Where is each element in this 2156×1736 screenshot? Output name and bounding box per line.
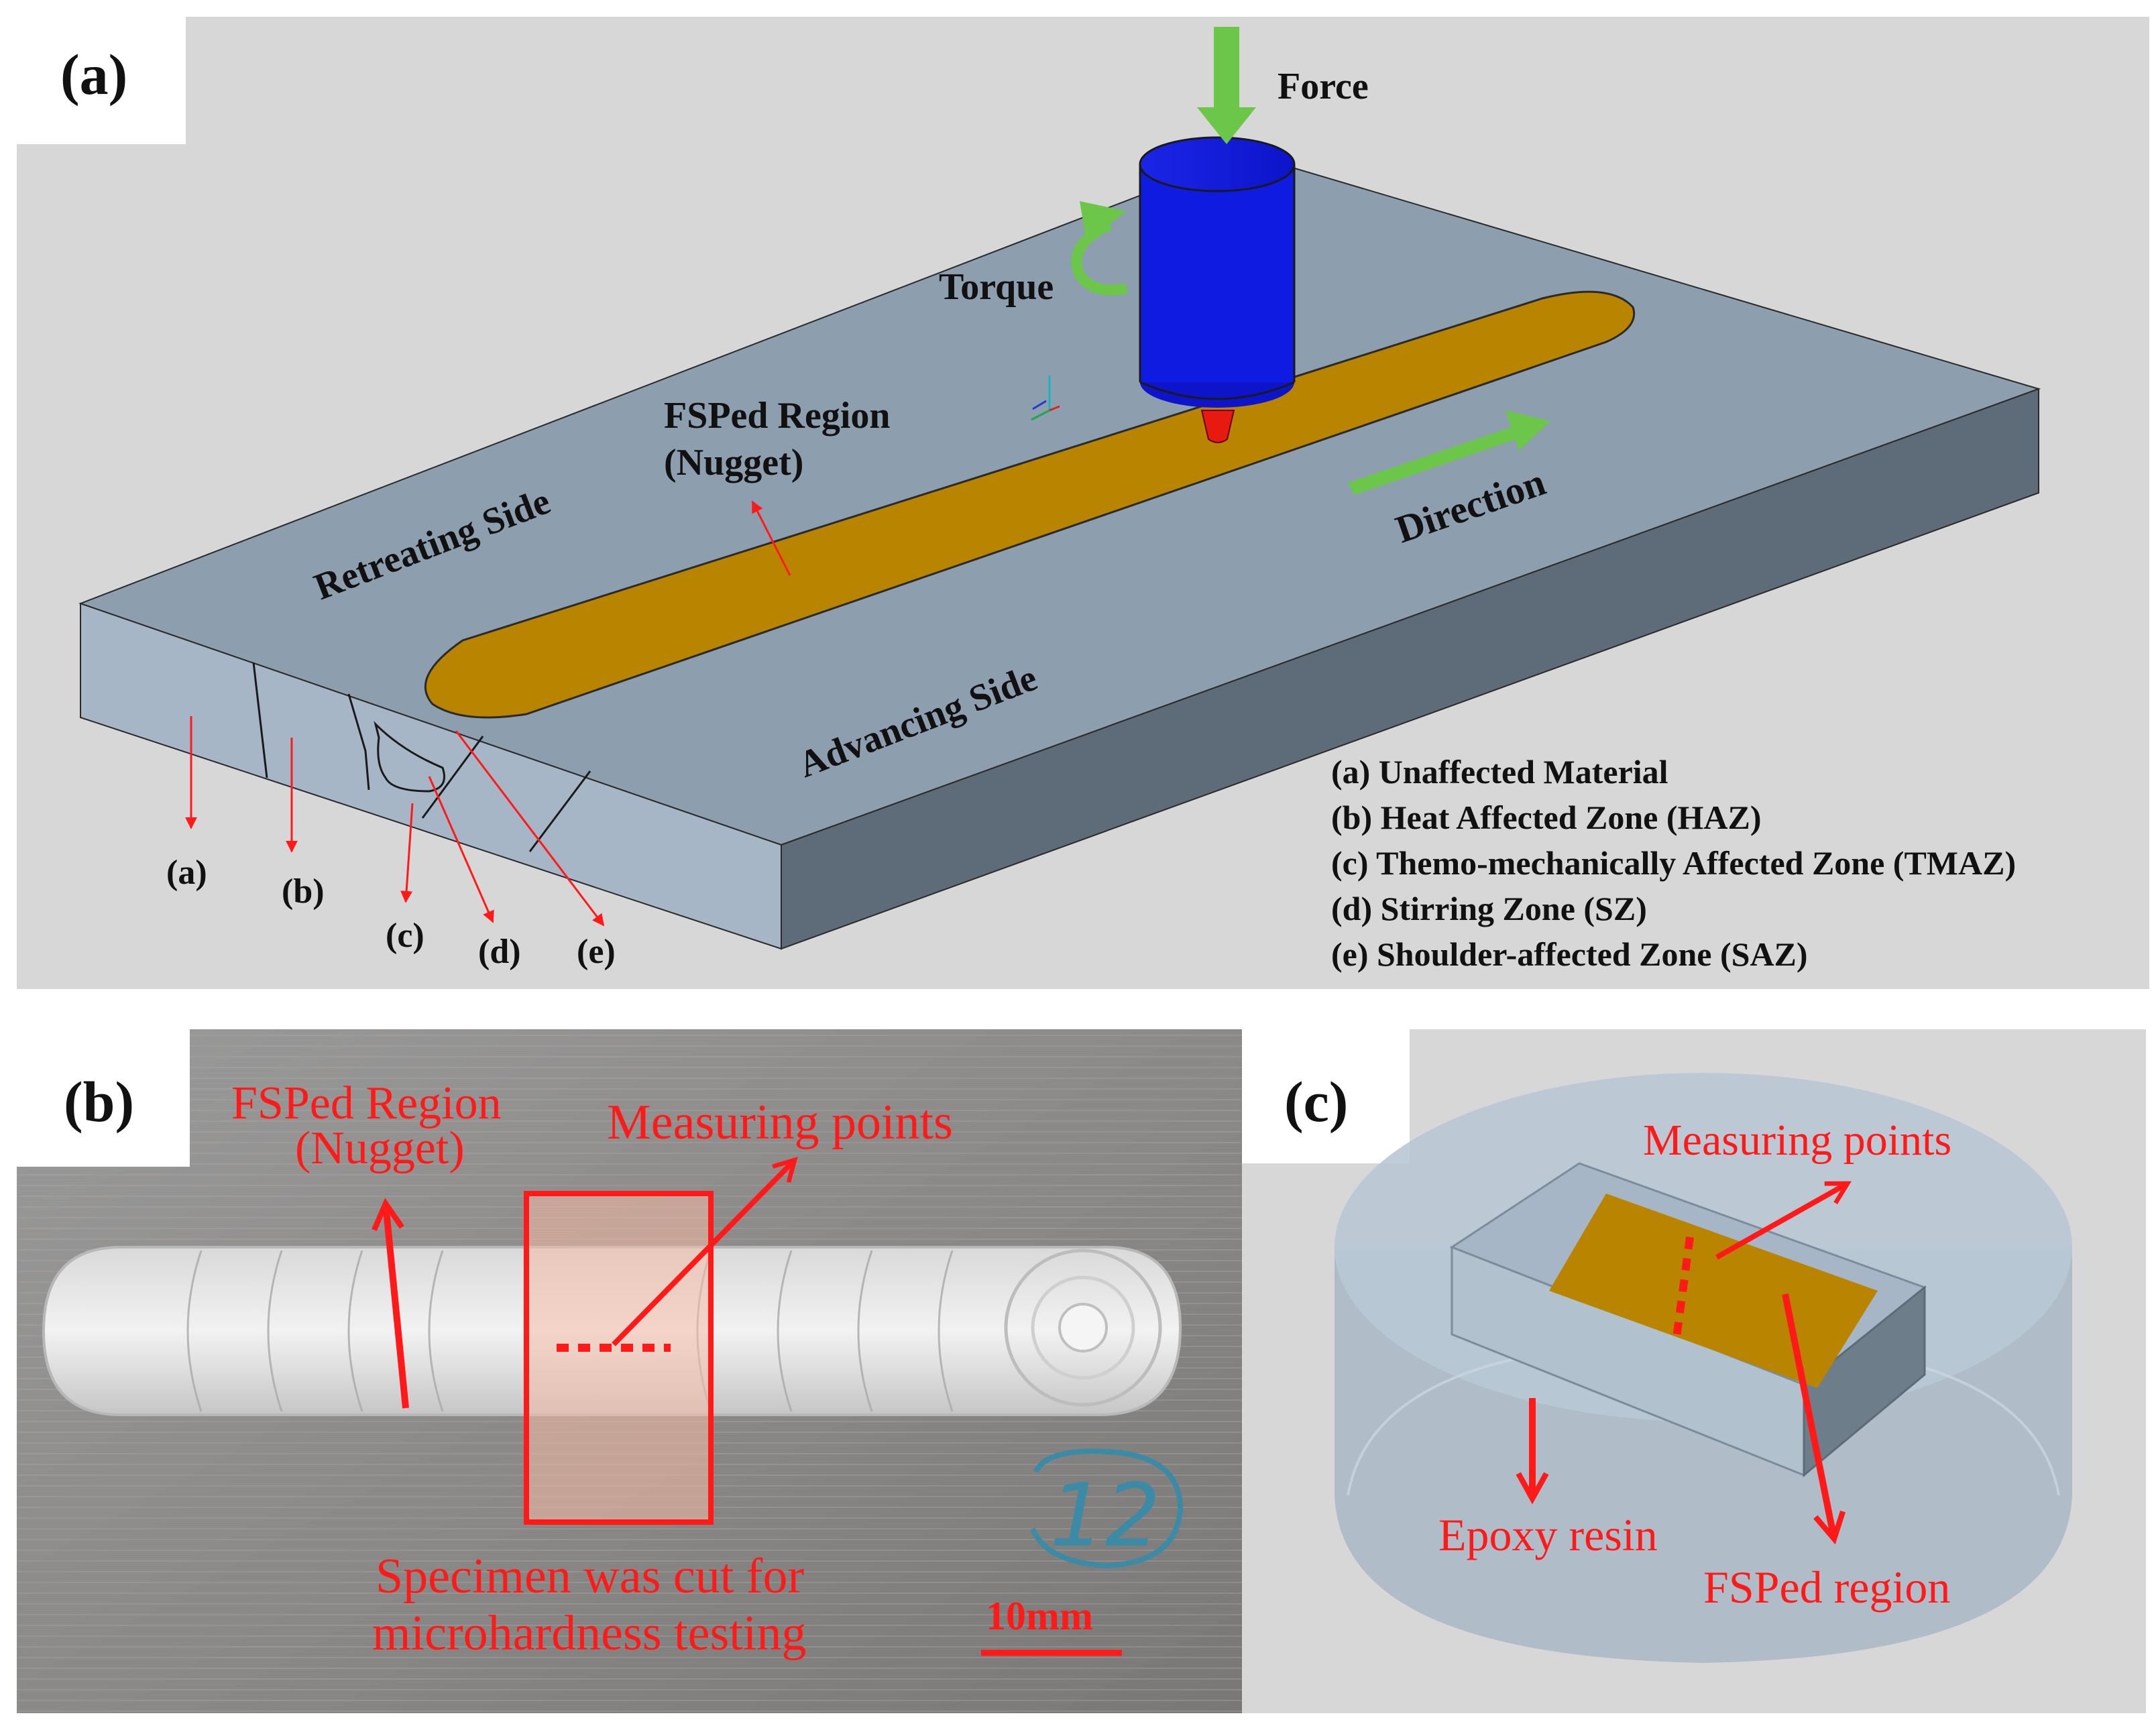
zone-boundary-line bbox=[528, 770, 591, 852]
specimen-block-side bbox=[1803, 1285, 1926, 1478]
tool-cylinder-body bbox=[1140, 164, 1294, 382]
force-arrow bbox=[1197, 27, 1256, 144]
legend-item-a: (a) Unaffected Material bbox=[1331, 753, 1668, 791]
measuring-points-pointer bbox=[612, 1160, 795, 1346]
panel-b: (b) FSPed Region (Nugget) Measuring poin… bbox=[17, 1029, 1244, 1713]
panel-b-fsped-region-line1: FSPed Region bbox=[231, 1078, 502, 1129]
legend-item-d: (d) Stirring Zone (SZ) bbox=[1331, 890, 1647, 927]
tool-exit-hole bbox=[1004, 1249, 1162, 1407]
zone-legend: (a) Unaffected Material (b) Heat Affecte… bbox=[1331, 753, 2016, 973]
tool-cylinder-bottom-edge bbox=[1139, 381, 1295, 400]
fsped-region-label-line1: FSPed Region bbox=[664, 395, 891, 437]
panel-b-tag-box bbox=[17, 1029, 190, 1167]
plate-side-face bbox=[781, 388, 2039, 950]
legend-item-b: (b) Heat Affected Zone (HAZ) bbox=[1331, 799, 1762, 836]
axis-triad-icon bbox=[1031, 375, 1060, 421]
bead-ripples bbox=[186, 1250, 954, 1412]
fsped-region-label-line2: (Nugget) bbox=[664, 442, 803, 483]
panel-c-measuring-points: Measuring points bbox=[1643, 1116, 1951, 1165]
panel-b-fsped-region-line2: (Nugget) bbox=[295, 1122, 465, 1174]
cut-specimen-region bbox=[524, 1191, 714, 1525]
zone-e-pointer bbox=[455, 730, 605, 927]
zone-marker-a: (a) bbox=[166, 854, 207, 892]
specimen-caption-line2: microhardness testing bbox=[372, 1606, 806, 1661]
tool-cylinder-top bbox=[1139, 136, 1296, 192]
zone-boundary-line bbox=[347, 693, 370, 791]
tool-pin bbox=[1200, 410, 1235, 443]
panel-c-measuring-pointer bbox=[1715, 1181, 1848, 1260]
zone-marker-b: (b) bbox=[282, 872, 325, 911]
epoxy-resin-label: Epoxy resin bbox=[1438, 1509, 1658, 1560]
panel-a: (a) Force Torque bbox=[17, 17, 2149, 989]
zone-marker-d: (d) bbox=[478, 933, 521, 971]
panel-b-measuring-points: Measuring points bbox=[607, 1095, 953, 1150]
specimen-caption-line1: Specimen was cut for bbox=[376, 1549, 804, 1604]
zone-boundary-line bbox=[421, 736, 484, 819]
stir-zone-outline bbox=[374, 721, 445, 793]
fsped-region-pointer bbox=[751, 500, 791, 576]
zone-marker-c: (c) bbox=[386, 917, 424, 955]
panel-c: (c) Measuring points Epoxy resin FSPed r… bbox=[1242, 1029, 2146, 1713]
torque-label: Torque bbox=[939, 266, 1054, 308]
handwritten-circle bbox=[1030, 1448, 1184, 1569]
panel-c-tag-box bbox=[1242, 1029, 1410, 1163]
panel-b-tag: (b) bbox=[64, 1069, 134, 1134]
panel-a-tag-box bbox=[17, 17, 186, 144]
handwritten-mark: 12 bbox=[1049, 1464, 1160, 1566]
panel-c-measuring-dots bbox=[1672, 1236, 1694, 1338]
zone-marker-e: (e) bbox=[577, 933, 616, 971]
panel-c-fsped-pointer bbox=[1782, 1293, 1834, 1539]
force-label: Force bbox=[1278, 66, 1369, 107]
panel-c-fsped-region: FSPed region bbox=[1703, 1562, 1950, 1613]
panel-c-tag: (c) bbox=[1284, 1069, 1348, 1134]
panel-a-tag: (a) bbox=[60, 42, 127, 107]
fsped-region-pointer-b bbox=[386, 1204, 409, 1409]
fsped-nugget bbox=[424, 290, 1635, 719]
legend-item-c: (c) Themo-mechanically Affected Zone (TM… bbox=[1331, 844, 2016, 882]
zone-boundary-line bbox=[252, 662, 268, 778]
direction-arrow bbox=[1348, 410, 1550, 495]
scale-bar-label: 10mm bbox=[986, 1594, 1093, 1638]
torque-arrowhead bbox=[1080, 201, 1127, 241]
zone-c-pointer bbox=[400, 803, 414, 903]
legend-item-e: (e) Shoulder-affected Zone (SAZ) bbox=[1331, 935, 1808, 973]
zone-d-pointer bbox=[428, 776, 494, 923]
